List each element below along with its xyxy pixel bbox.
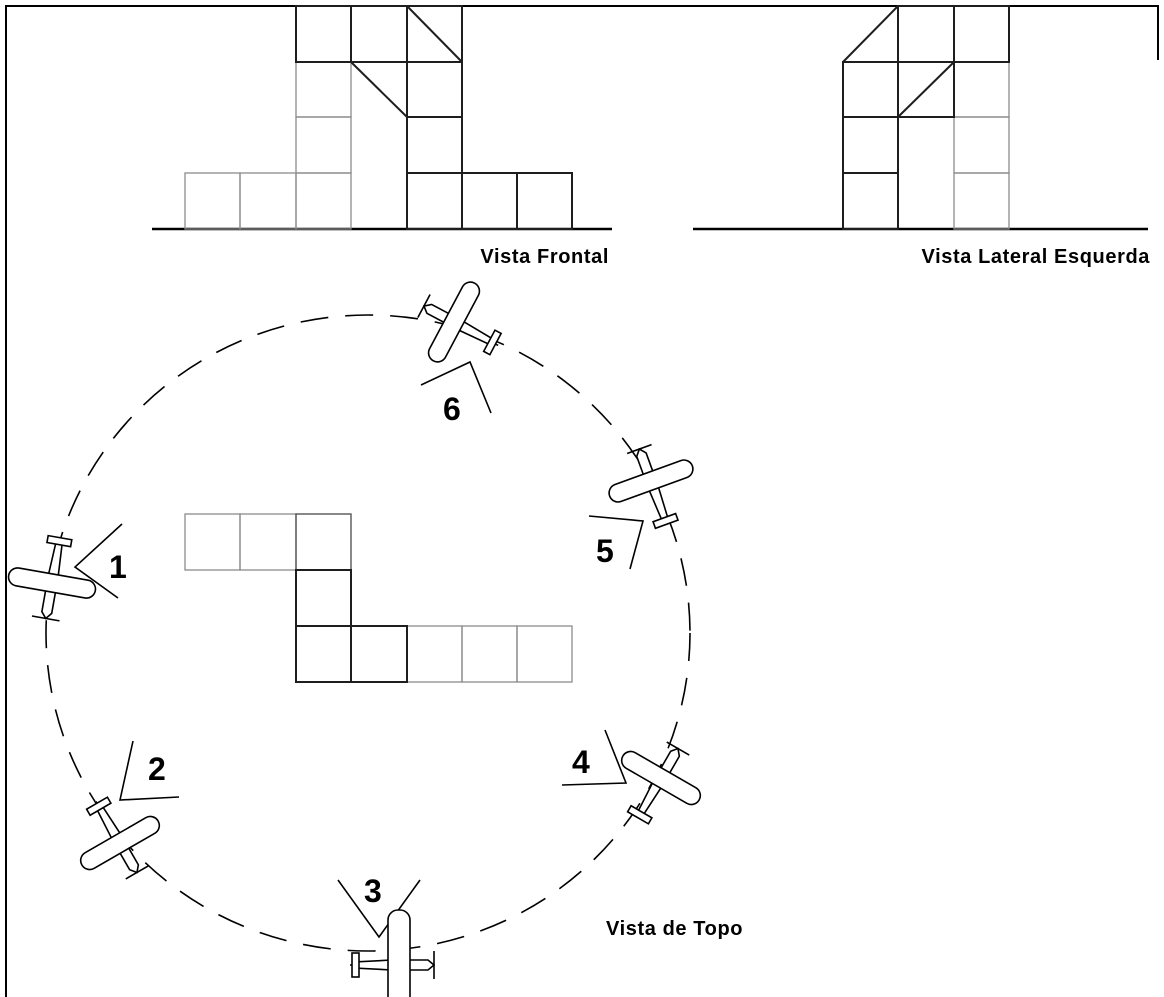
airplane-icon bbox=[7, 534, 97, 622]
camera-5: 5 bbox=[588, 443, 694, 570]
front-view-light-cubes bbox=[184, 61, 352, 230]
camera-2-label: 2 bbox=[148, 751, 166, 787]
camera-3: 3 bbox=[337, 873, 436, 997]
camera-5-label: 5 bbox=[596, 533, 614, 569]
left-view-dark-cubes bbox=[842, 5, 1010, 230]
airplane-icon bbox=[350, 909, 436, 997]
front-view-dark-cubes bbox=[295, 5, 573, 230]
camera-4-label: 4 bbox=[572, 744, 590, 780]
top-view: Vista de Topo bbox=[45, 314, 743, 952]
airplane-icon bbox=[417, 281, 503, 363]
top-view-label: Vista de Topo bbox=[606, 918, 743, 940]
camera-6: 6 bbox=[417, 281, 503, 427]
left-view-label: Vista Lateral Esquerda bbox=[922, 246, 1151, 268]
left-view-light-cubes bbox=[953, 61, 1010, 230]
front-view-label: Vista Frontal bbox=[480, 246, 609, 268]
camera-1: 1 bbox=[7, 523, 127, 622]
airplane-icon bbox=[608, 443, 694, 530]
airplane-icon bbox=[620, 741, 702, 825]
left-side-view: Vista Lateral Esquerda bbox=[693, 5, 1151, 268]
top-view-dark-cubes bbox=[295, 513, 408, 683]
camera-4: 4 bbox=[561, 729, 702, 825]
camera-2: 2 bbox=[79, 740, 180, 880]
camera-positions: 1 2 3 bbox=[7, 281, 702, 997]
camera-3-label: 3 bbox=[364, 873, 382, 909]
top-view-light-cubes bbox=[184, 513, 573, 683]
camera-6-label: 6 bbox=[443, 391, 461, 427]
camera-orbit-path bbox=[45, 314, 691, 952]
airplane-icon bbox=[79, 796, 161, 880]
figure-frame bbox=[5, 5, 1159, 997]
camera-1-label: 1 bbox=[109, 549, 127, 585]
front-view: Vista Frontal bbox=[152, 5, 612, 268]
